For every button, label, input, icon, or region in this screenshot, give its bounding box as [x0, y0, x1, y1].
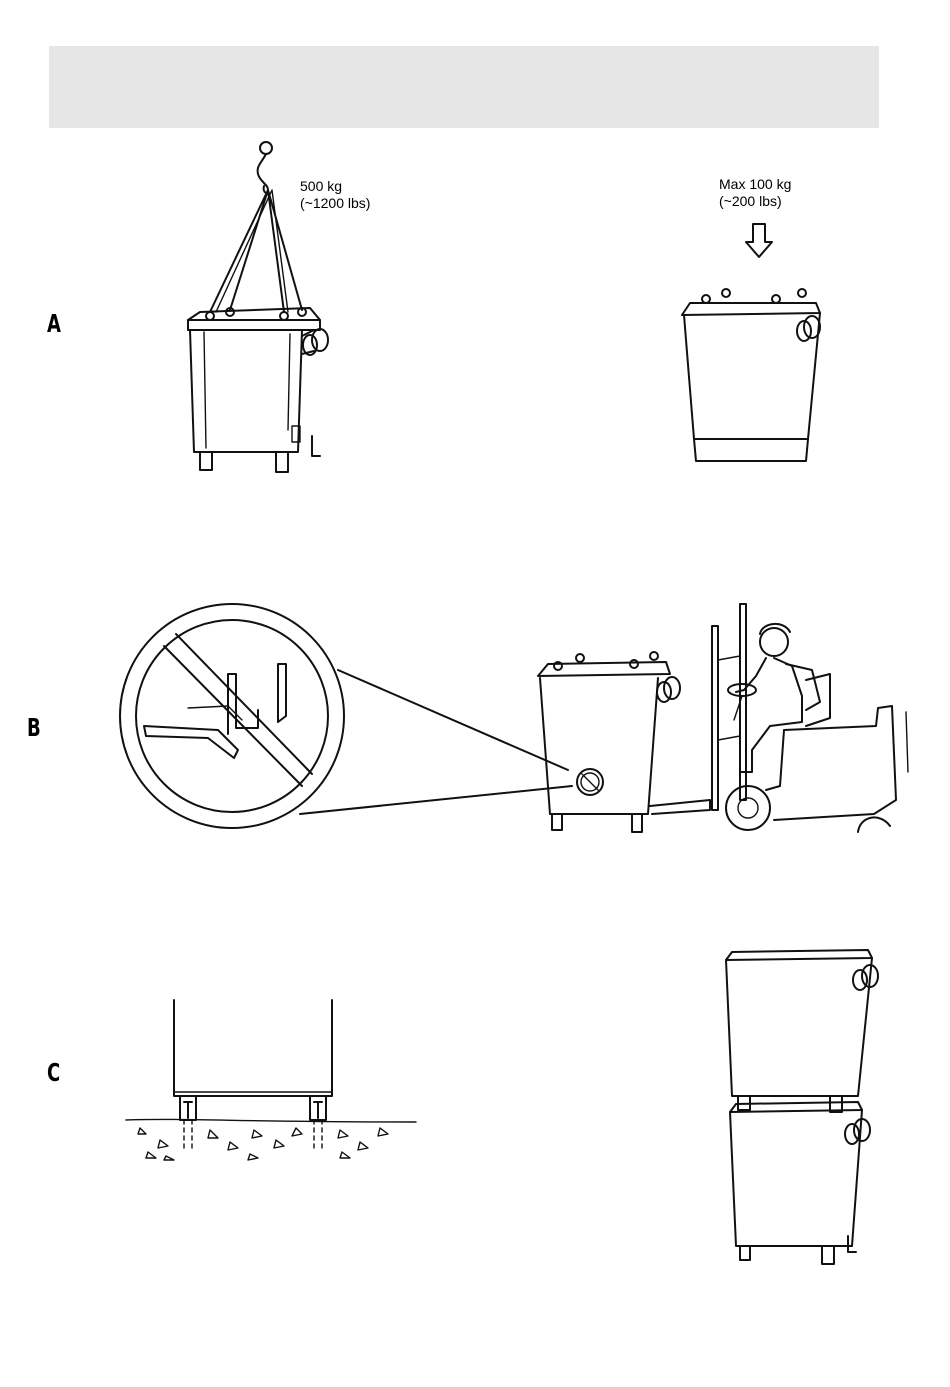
top-load-value: Max 100 kg: [719, 176, 791, 193]
header-band: [49, 46, 879, 128]
floor-anchor-illustration: [126, 1000, 416, 1160]
forklift-container-illustration: [530, 600, 915, 840]
top-load-imperial: (~200 lbs): [719, 193, 791, 210]
top-load-label: Max 100 kg (~200 lbs): [719, 176, 791, 210]
section-label-b: B: [27, 713, 41, 742]
concrete-rubble: [138, 1128, 388, 1160]
down-arrow-icon: [744, 222, 774, 260]
section-label-c: C: [47, 1058, 60, 1087]
section-label-a: A: [47, 309, 61, 338]
crane-lift-illustration: [180, 140, 340, 485]
stacked-containers-illustration: [722, 946, 892, 1266]
top-load-container-illustration: [680, 283, 830, 463]
